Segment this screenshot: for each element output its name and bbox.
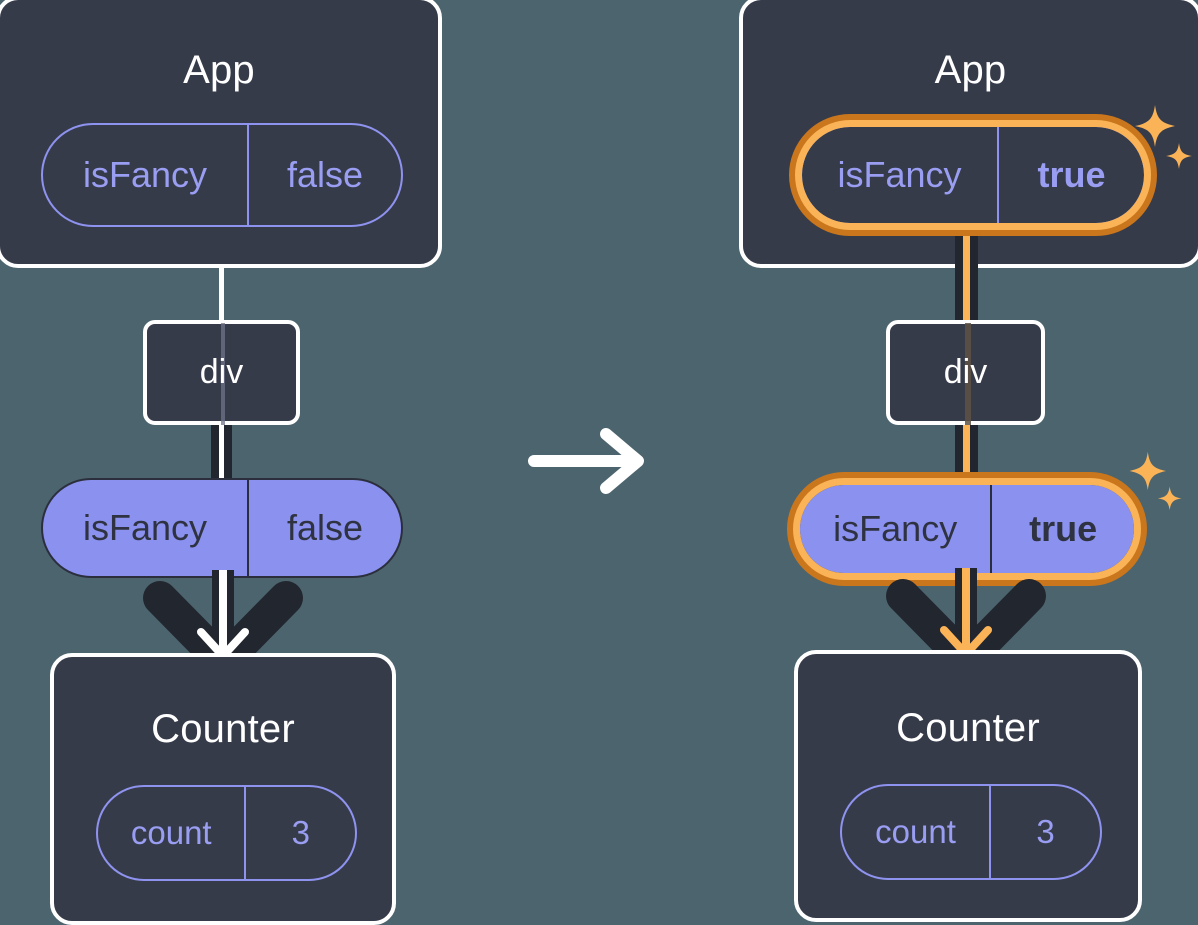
- counter-title-after: Counter: [896, 706, 1040, 750]
- sparkles-icon-after-mid: [1129, 451, 1182, 511]
- counter-state-value-before: 3: [244, 787, 355, 879]
- sparkles-icon-after-top: [1135, 105, 1192, 169]
- connector-app-to-div-dark-left-after: [955, 236, 963, 320]
- prop-name-before: isFancy: [83, 507, 208, 548]
- connector-div-to-prop-white-before: [219, 425, 224, 483]
- connector-app-to-div-before: [219, 268, 224, 320]
- connector-app-to-div-orange-after: [963, 236, 970, 320]
- connector-div-to-prop-dark-right-after: [970, 425, 978, 485]
- app-state-value-after: true: [996, 127, 1144, 223]
- connector-div-to-prop-dark-left-before: [211, 425, 219, 483]
- div-label-before: div: [199, 353, 244, 391]
- prop-name-after: isFancy: [833, 508, 958, 549]
- app-state-pill-after: isFancy true: [800, 125, 1146, 225]
- counter-state-value-after: 3: [989, 786, 1100, 878]
- counter-state-name-before: count: [130, 814, 212, 851]
- connector-through-div-before: [221, 323, 225, 430]
- prop-value-after: true: [990, 485, 1134, 573]
- app-state-value-before: false: [247, 125, 401, 225]
- counter-node-after: Counter count 3: [794, 650, 1142, 922]
- connector-app-to-div-dark-right-after: [970, 236, 978, 320]
- counter-node-before: Counter count 3: [50, 653, 396, 925]
- counter-state-pill-before: count 3: [96, 785, 357, 881]
- div-node-after: div: [886, 320, 1045, 430]
- transition-arrow-icon: [528, 428, 644, 494]
- prop-pill-after: isFancy true: [798, 483, 1136, 575]
- app-title-after: App: [934, 48, 1007, 92]
- app-node-before: App isFancy false: [0, 0, 442, 268]
- counter-title-before: Counter: [151, 707, 295, 751]
- app-state-name-after: isFancy: [837, 154, 962, 195]
- app-state-pill-before: isFancy false: [41, 123, 403, 227]
- app-title-before: App: [183, 48, 255, 92]
- connector-div-to-prop-dark-right-before: [224, 425, 232, 483]
- connector-div-to-prop-orange-after: [963, 425, 970, 485]
- connector-through-div-after: [965, 323, 971, 430]
- div-node-before: div: [143, 320, 300, 430]
- connector-div-to-prop-dark-left-after: [955, 425, 963, 485]
- app-node-after: App isFancy true: [739, 0, 1198, 268]
- prop-value-before: false: [247, 480, 401, 576]
- counter-state-pill-after: count 3: [840, 784, 1102, 880]
- div-label-after: div: [943, 353, 988, 391]
- counter-state-name-after: count: [875, 813, 956, 850]
- prop-pill-before: isFancy false: [41, 478, 403, 578]
- app-state-name-before: isFancy: [83, 154, 208, 195]
